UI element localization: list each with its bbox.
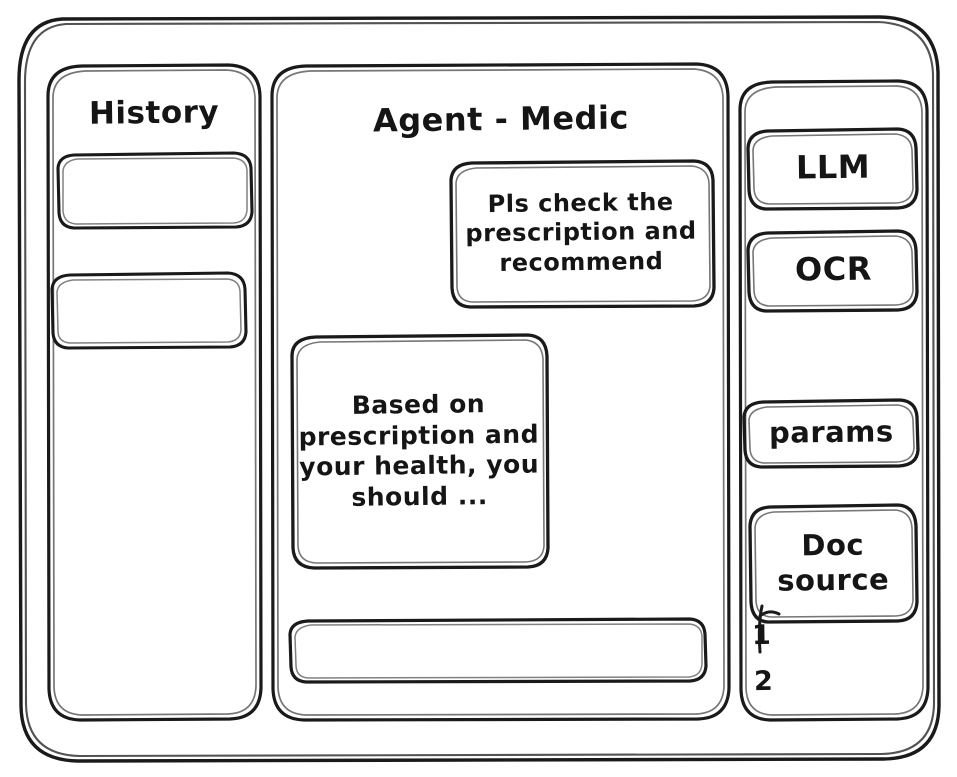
- history-title: History: [48, 88, 260, 140]
- assistant-message-text: Based on prescription and your health, y…: [298, 389, 540, 512]
- tool-button-doc-source-label: Doc source: [777, 527, 890, 598]
- page-title: Agent - Medic: [286, 92, 716, 148]
- history-item[interactable]: [54, 272, 240, 346]
- tool-button-params[interactable]: params: [748, 400, 914, 466]
- tool-button-params-label: params: [768, 414, 894, 451]
- user-message-text: Pls check the prescription and recommend: [465, 187, 697, 277]
- doc-source-item[interactable]: 2: [754, 662, 794, 702]
- tool-button-ocr[interactable]: OCR: [752, 230, 914, 310]
- agent-title-text: Agent - Medic: [372, 98, 630, 141]
- doc-source-item-label: 2: [753, 665, 774, 697]
- history-item[interactable]: [60, 152, 250, 226]
- history-title-text: History: [88, 94, 220, 132]
- tool-button-llm-label: LLM: [795, 148, 871, 187]
- doc-source-item-label: 1: [751, 619, 772, 651]
- assistant-message-bubble: Based on prescription and your health, y…: [292, 334, 546, 568]
- user-message-bubble: Pls check the prescription and recommend: [452, 160, 710, 306]
- tool-button-doc-source[interactable]: Doc source: [752, 504, 914, 622]
- doc-source-item[interactable]: 1: [752, 618, 792, 654]
- tool-button-llm[interactable]: LLM: [752, 128, 914, 208]
- message-input[interactable]: [292, 618, 704, 680]
- tool-button-ocr-label: OCR: [794, 250, 872, 289]
